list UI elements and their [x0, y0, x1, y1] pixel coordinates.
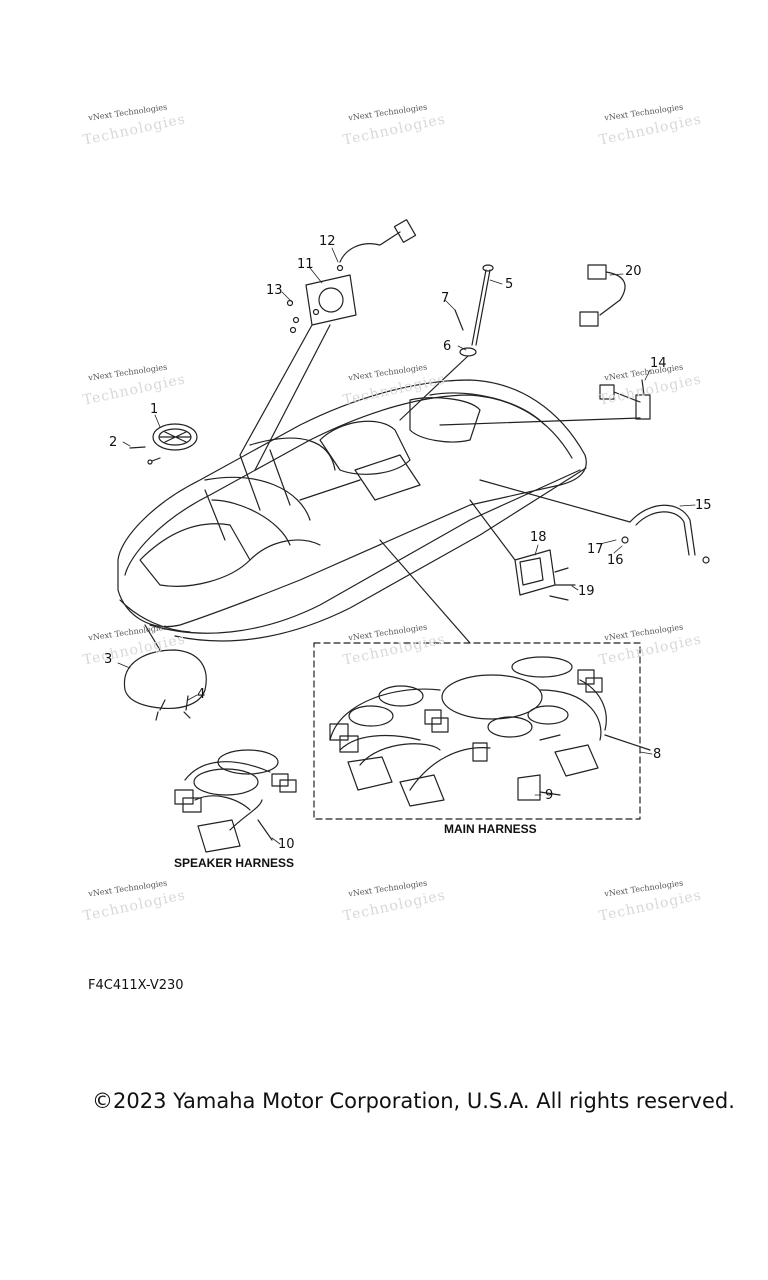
leader-lines: [117, 247, 696, 845]
callout-19: 19: [578, 584, 595, 599]
callout-14: 14: [650, 356, 667, 371]
sensor-14: [439, 379, 651, 426]
callout-12: 12: [319, 234, 336, 249]
callout-10: 10: [278, 837, 295, 852]
watermark: vNext Technologies Technologies: [597, 879, 708, 925]
callout-9: 9: [545, 788, 554, 803]
watermark: vNext Technologies Technologies: [81, 623, 192, 669]
bracket-plate: [239, 219, 417, 471]
watermark: vNext Technologies Technologies: [597, 103, 708, 149]
main-harness-caption: MAIN HARNESS: [444, 822, 537, 836]
callout-17: 17: [587, 542, 604, 557]
speaker-harness-caption: SPEAKER HARNESS: [174, 856, 295, 870]
connector-20: [579, 264, 626, 327]
callout-13: 13: [266, 283, 283, 298]
speaker-cover: [129, 423, 198, 465]
callout-5: 5: [505, 277, 514, 292]
callout-16: 16: [607, 553, 624, 568]
module-18: [469, 499, 576, 601]
watermark: vNext Technologies Technologies: [81, 879, 192, 925]
diagram-code: F4C411X-V230: [88, 978, 184, 993]
callout-4: 4: [197, 687, 206, 702]
callout-6: 6: [443, 339, 452, 354]
strap-15: [479, 479, 710, 564]
watermark: vNext Technologies Technologies: [597, 623, 708, 669]
callout-20: 20: [625, 264, 642, 279]
cover-3: [123, 624, 207, 721]
main-harness: [329, 656, 651, 807]
callout-1: 1: [150, 402, 159, 417]
copyright-notice: ©2023 Yamaha Motor Corporation, U.S.A. A…: [92, 1089, 735, 1113]
boat-hull: [117, 379, 587, 642]
antenna: [399, 264, 494, 421]
callout-8: 8: [653, 747, 662, 762]
watermark: vNext Technologies Technologies: [341, 879, 452, 925]
watermark: vNext Technologies Technologies: [341, 623, 452, 669]
watermark: vNext Technologies Technologies: [81, 103, 192, 149]
callout-3: 3: [104, 652, 113, 667]
callout-7: 7: [441, 291, 450, 306]
callout-2: 2: [109, 435, 118, 450]
watermark: vNext Technologies Technologies: [341, 363, 452, 409]
watermark: vNext Technologies Technologies: [81, 363, 192, 409]
watermark: vNext Technologies Technologies: [597, 363, 708, 409]
main-harness-frame: [313, 642, 641, 820]
callout-15: 15: [695, 498, 712, 513]
speaker-harness: [174, 749, 297, 853]
callout-18: 18: [530, 530, 547, 545]
watermark: vNext Technologies Technologies: [341, 103, 452, 149]
callout-11: 11: [297, 257, 314, 272]
